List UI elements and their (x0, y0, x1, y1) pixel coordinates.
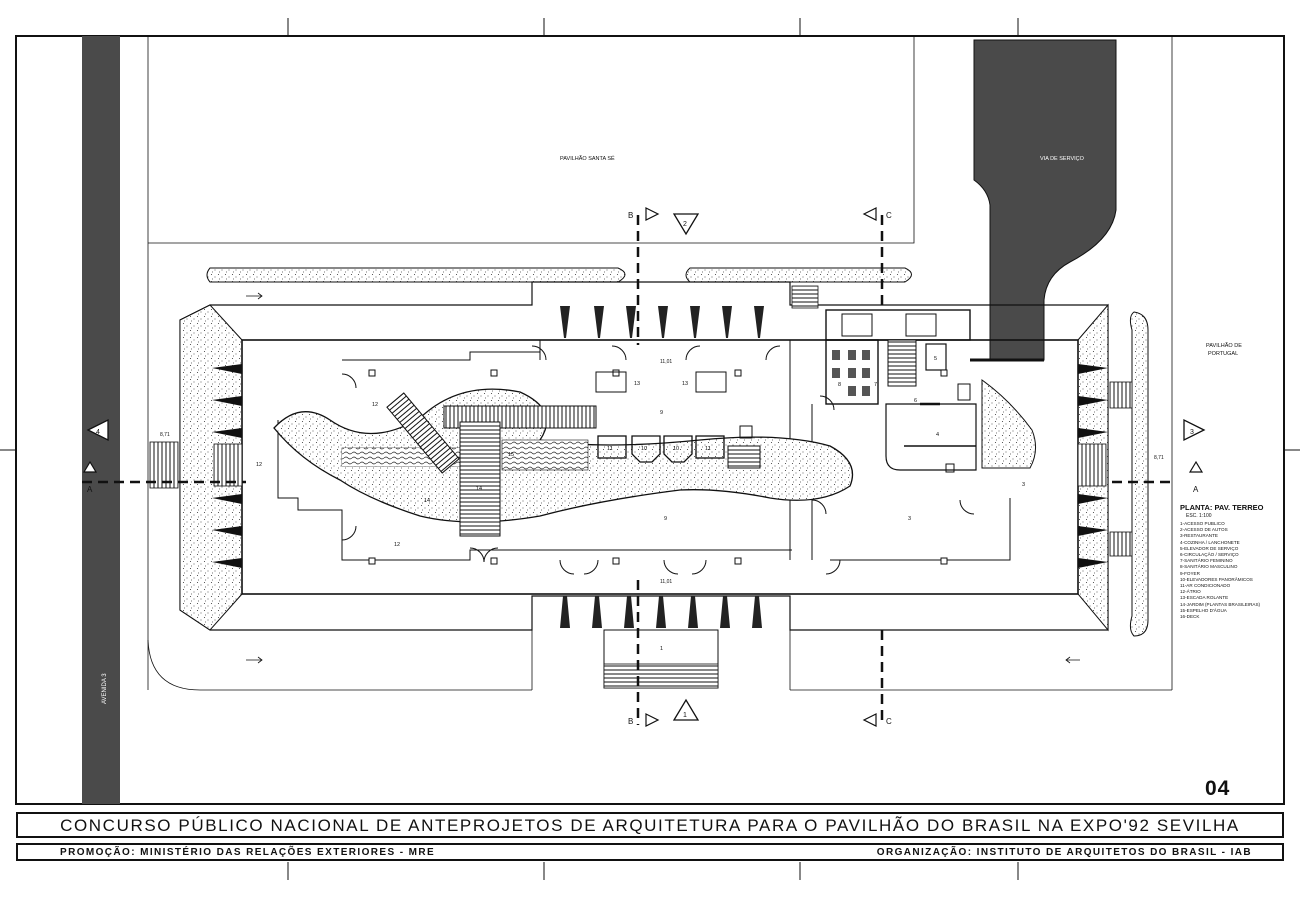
room-13: 13 (634, 381, 640, 387)
legend-item: 6-CIRCULAÇÃO / SERVIÇO (1180, 552, 1239, 558)
room-9: 9 (664, 516, 667, 522)
legend-item: 3-RESTAURANTE (1180, 533, 1218, 539)
avenida-3-road (82, 36, 120, 804)
room-14: 14 (424, 498, 430, 504)
footer-organizacao: ORGANIZAÇÃO: INSTITUTO DE ARQUITETOS DO … (876, 847, 1252, 858)
legend-item: 16-DECK (1180, 614, 1200, 620)
service-road (973, 39, 1117, 361)
label-via-de-servico: VIA DE SERVIÇO (1040, 156, 1085, 162)
legend-item: 12-ÁTRIO (1180, 589, 1201, 595)
sheet-frame (0, 18, 1300, 880)
legend-title: PLANTA: PAV. TERREO (1180, 503, 1264, 512)
room-12: 12 (256, 462, 262, 468)
room-5: 5 (934, 356, 937, 362)
legend-item: 7-SANITÁRIO FEMININO (1180, 558, 1233, 564)
section-arrows (82, 207, 1204, 727)
pavilion-plan (149, 281, 1133, 689)
section-c-top: C (886, 211, 892, 220)
view-triangles (86, 213, 1206, 721)
footer-block: PROMOÇÃO: MINISTÉRIO DAS RELAÇÕES EXTERI… (16, 843, 1284, 861)
room-6: 6 (914, 398, 917, 404)
label-pavilhao-santa-se: PAVILHÃO SANTA SÉ (560, 155, 615, 162)
room-3: 3 (1022, 482, 1025, 488)
section-a-right: A (1193, 485, 1199, 494)
room-10: 10 (641, 446, 647, 452)
view-marker-3: 3 (1190, 429, 1194, 436)
room-3: 3 (908, 516, 911, 522)
room-11: 11 (705, 446, 711, 452)
legend-item: 13-ESCADA ROLANTE (1180, 595, 1229, 601)
level-bottom: 11,01 (660, 579, 672, 585)
legend-item: 14-JARDIM (PLANTAS BRASILEIRAS) (1180, 601, 1261, 607)
room-7: 7 (874, 382, 877, 388)
room-8: 8 (838, 382, 841, 388)
room-9: 9 (660, 410, 663, 416)
legend-item: 15-ESPELHO D'ÁGUA (1180, 607, 1227, 613)
label-avenida-3: AVENIDA 3 (102, 673, 108, 704)
legend-item: 11-AR CONDICIONADO (1180, 583, 1231, 589)
room-12: 12 (394, 542, 400, 548)
room-15: 15 (508, 452, 514, 458)
section-c-bottom: C (886, 717, 892, 726)
legend-item: 10-ELEVADORES PANORÂMICOS (1180, 576, 1253, 582)
level-right: 8,71 (1154, 455, 1164, 461)
legend-item: 9-FOYER (1180, 570, 1200, 576)
drawing-title: CONCURSO PÚBLICO NACIONAL DE ANTEPROJETO… (60, 816, 1240, 835)
room-4: 4 (936, 432, 939, 438)
view-marker-4: 4 (96, 429, 100, 436)
section-b-top: B (628, 211, 633, 220)
room-10: 10 (673, 446, 679, 452)
title-block: CONCURSO PÚBLICO NACIONAL DE ANTEPROJETO… (16, 812, 1284, 838)
room-14: 14 (476, 486, 482, 492)
level-left: 8,71 (160, 432, 170, 438)
section-a-left: A (87, 485, 93, 494)
section-b-bottom: B (628, 717, 633, 726)
legend-item: 5-ELEVADOR DE SERVIÇO (1180, 545, 1239, 551)
room-1: 1 (660, 646, 663, 652)
section-lines (82, 215, 1172, 725)
level-top: 11,01 (660, 359, 672, 365)
plan-legend: PLANTA: PAV. TERREO ESC. 1:100 1-ACESSO … (1180, 503, 1290, 620)
legend-item: 8-SANITÁRIO MASCULINO (1180, 564, 1238, 570)
view-marker-1: 1 (683, 712, 687, 719)
legend-item: 1-ACESSO PUBLICO (1180, 521, 1225, 526)
room-13: 13 (682, 381, 688, 387)
legend-scale: ESC. 1:100 (1186, 513, 1212, 519)
sheet-number: 04 (1205, 777, 1231, 800)
site-context (82, 36, 1173, 804)
footer-promocao: PROMOÇÃO: MINISTÉRIO DAS RELAÇÕES EXTERI… (60, 847, 436, 858)
legend-item: 2-ACESSO DE AUTOS (1180, 527, 1228, 533)
view-marker-2: 2 (683, 221, 687, 228)
room-12: 12 (372, 402, 378, 408)
legend-item: 4-COZINHA / LANCHONETE (1180, 539, 1240, 545)
room-11: 11 (607, 446, 613, 452)
label-pavilhao-portugal-2: PORTUGAL (1208, 351, 1238, 357)
label-pavilhao-portugal: PAVILHÃO DE (1206, 342, 1242, 349)
